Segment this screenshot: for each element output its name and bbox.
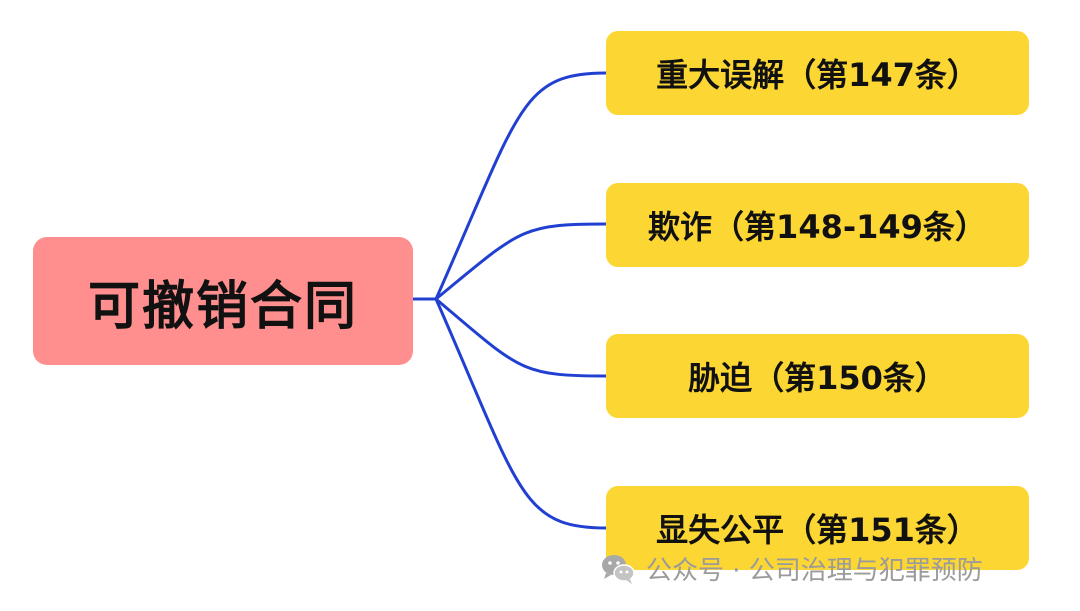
branch-label: 显失公平（第151条） — [656, 511, 979, 549]
branch-node-coercion: 胁迫（第150条） — [606, 334, 1029, 418]
branch-label: 胁迫（第150条） — [688, 359, 947, 397]
connector-branch-1 — [434, 71, 607, 300]
branch-node-manifest-unfairness: 显失公平（第151条） — [606, 486, 1029, 570]
branch-label: 重大误解（第147条） — [656, 56, 979, 94]
branch-node-major-misunderstanding: 重大误解（第147条） — [606, 31, 1029, 115]
root-node-label: 可撤销合同 — [87, 276, 358, 337]
connector-branch-4 — [434, 298, 607, 530]
connector-branch-3 — [435, 297, 607, 378]
wechat-icon — [602, 555, 635, 584]
connector-branch-2 — [435, 222, 607, 301]
watermark: 公众号 · 公司治理与犯罪预防 — [598, 548, 983, 588]
watermark-text: 公众号 · 公司治理与犯罪预防 — [646, 555, 983, 586]
branch-label: 欺诈（第148-149条） — [648, 208, 987, 246]
branch-node-fraud: 欺诈（第148-149条） — [606, 183, 1029, 267]
root-node: 可撤销合同 — [33, 237, 413, 365]
